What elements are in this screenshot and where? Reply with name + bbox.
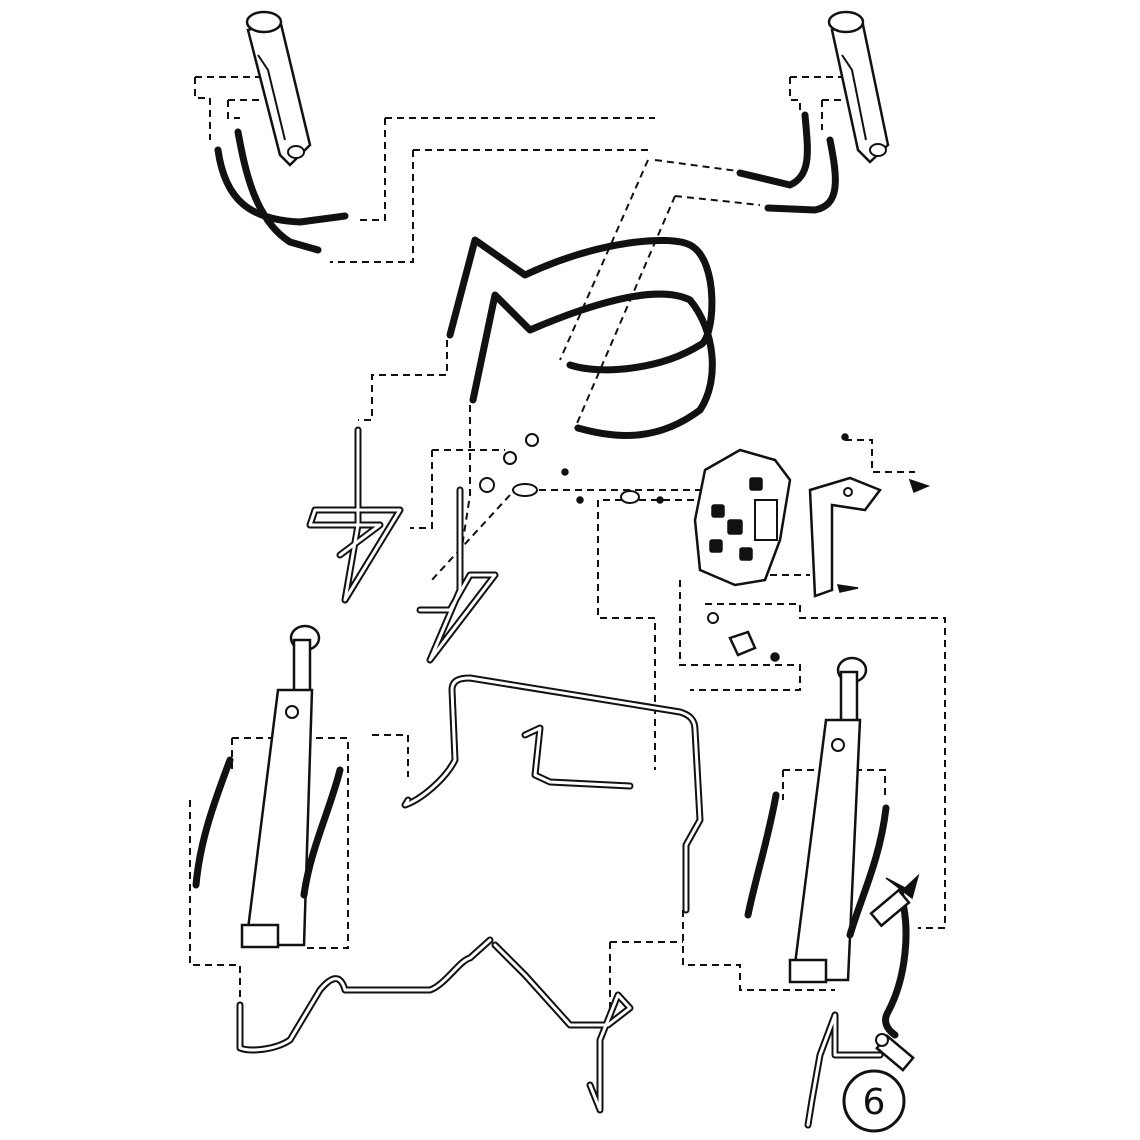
upper-left-cylinder: [245, 10, 312, 167]
dashed-leader-lines: [189, 76, 946, 1008]
callout-6: 6: [842, 1069, 906, 1133]
callout-6-circle: [842, 1069, 906, 1133]
rigid-tubes: [236, 426, 884, 1129]
lower-left-cylinder: [240, 624, 321, 949]
fittings-group: [479, 433, 931, 662]
mounting-bracket: [808, 476, 882, 598]
control-valve: [693, 448, 792, 587]
part-6-hose-assembly: [869, 873, 920, 1072]
callout-6-label: 6: [863, 1082, 886, 1123]
upper-right-cylinder: [827, 10, 890, 164]
lower-hoses: [192, 756, 890, 939]
lower-right-cylinder: [788, 656, 868, 984]
upper-hoses: [214, 111, 839, 439]
